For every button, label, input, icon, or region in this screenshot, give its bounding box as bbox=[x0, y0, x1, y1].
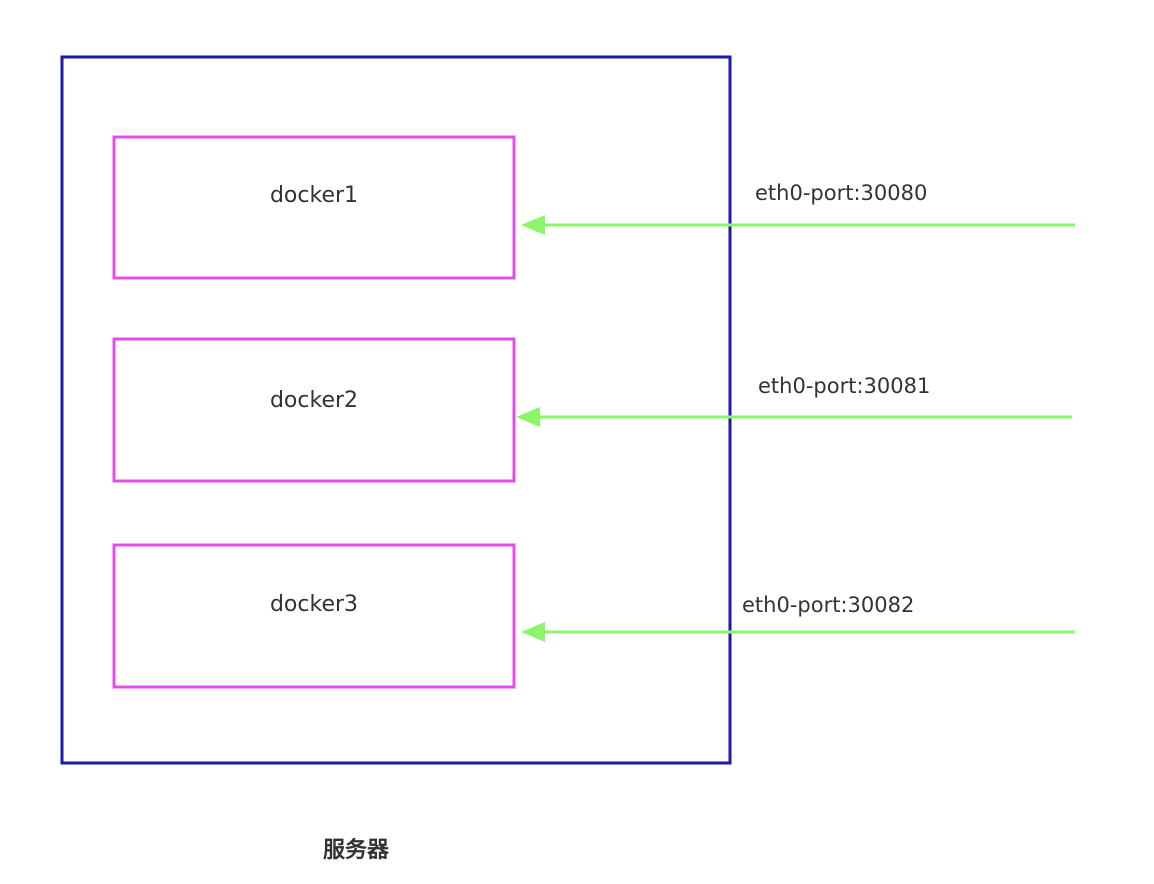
server-box bbox=[60, 55, 732, 765]
arrow-head bbox=[521, 622, 545, 642]
container-label: docker2 bbox=[270, 388, 358, 413]
container-docker1: docker1 bbox=[112, 135, 516, 280]
port-label: eth0-port:30081 bbox=[758, 374, 930, 398]
container-label: docker1 bbox=[270, 183, 358, 208]
container-box bbox=[112, 337, 516, 483]
container-box bbox=[112, 543, 516, 689]
server-label: 服务器 bbox=[323, 838, 390, 863]
port-arrow-1: eth0-port:30080 bbox=[521, 181, 1075, 235]
container-label: docker3 bbox=[270, 592, 358, 617]
port-label: eth0-port:30080 bbox=[755, 181, 927, 205]
arrow-head bbox=[516, 407, 540, 427]
arrow-head bbox=[521, 215, 545, 235]
port-arrow-3: eth0-port:30082 bbox=[521, 593, 1075, 642]
container-docker2: docker2 bbox=[112, 337, 516, 483]
port-arrow-2: eth0-port:30081 bbox=[516, 374, 1072, 427]
container-docker3: docker3 bbox=[112, 543, 516, 689]
container-box bbox=[112, 135, 516, 280]
port-label: eth0-port:30082 bbox=[742, 593, 914, 617]
